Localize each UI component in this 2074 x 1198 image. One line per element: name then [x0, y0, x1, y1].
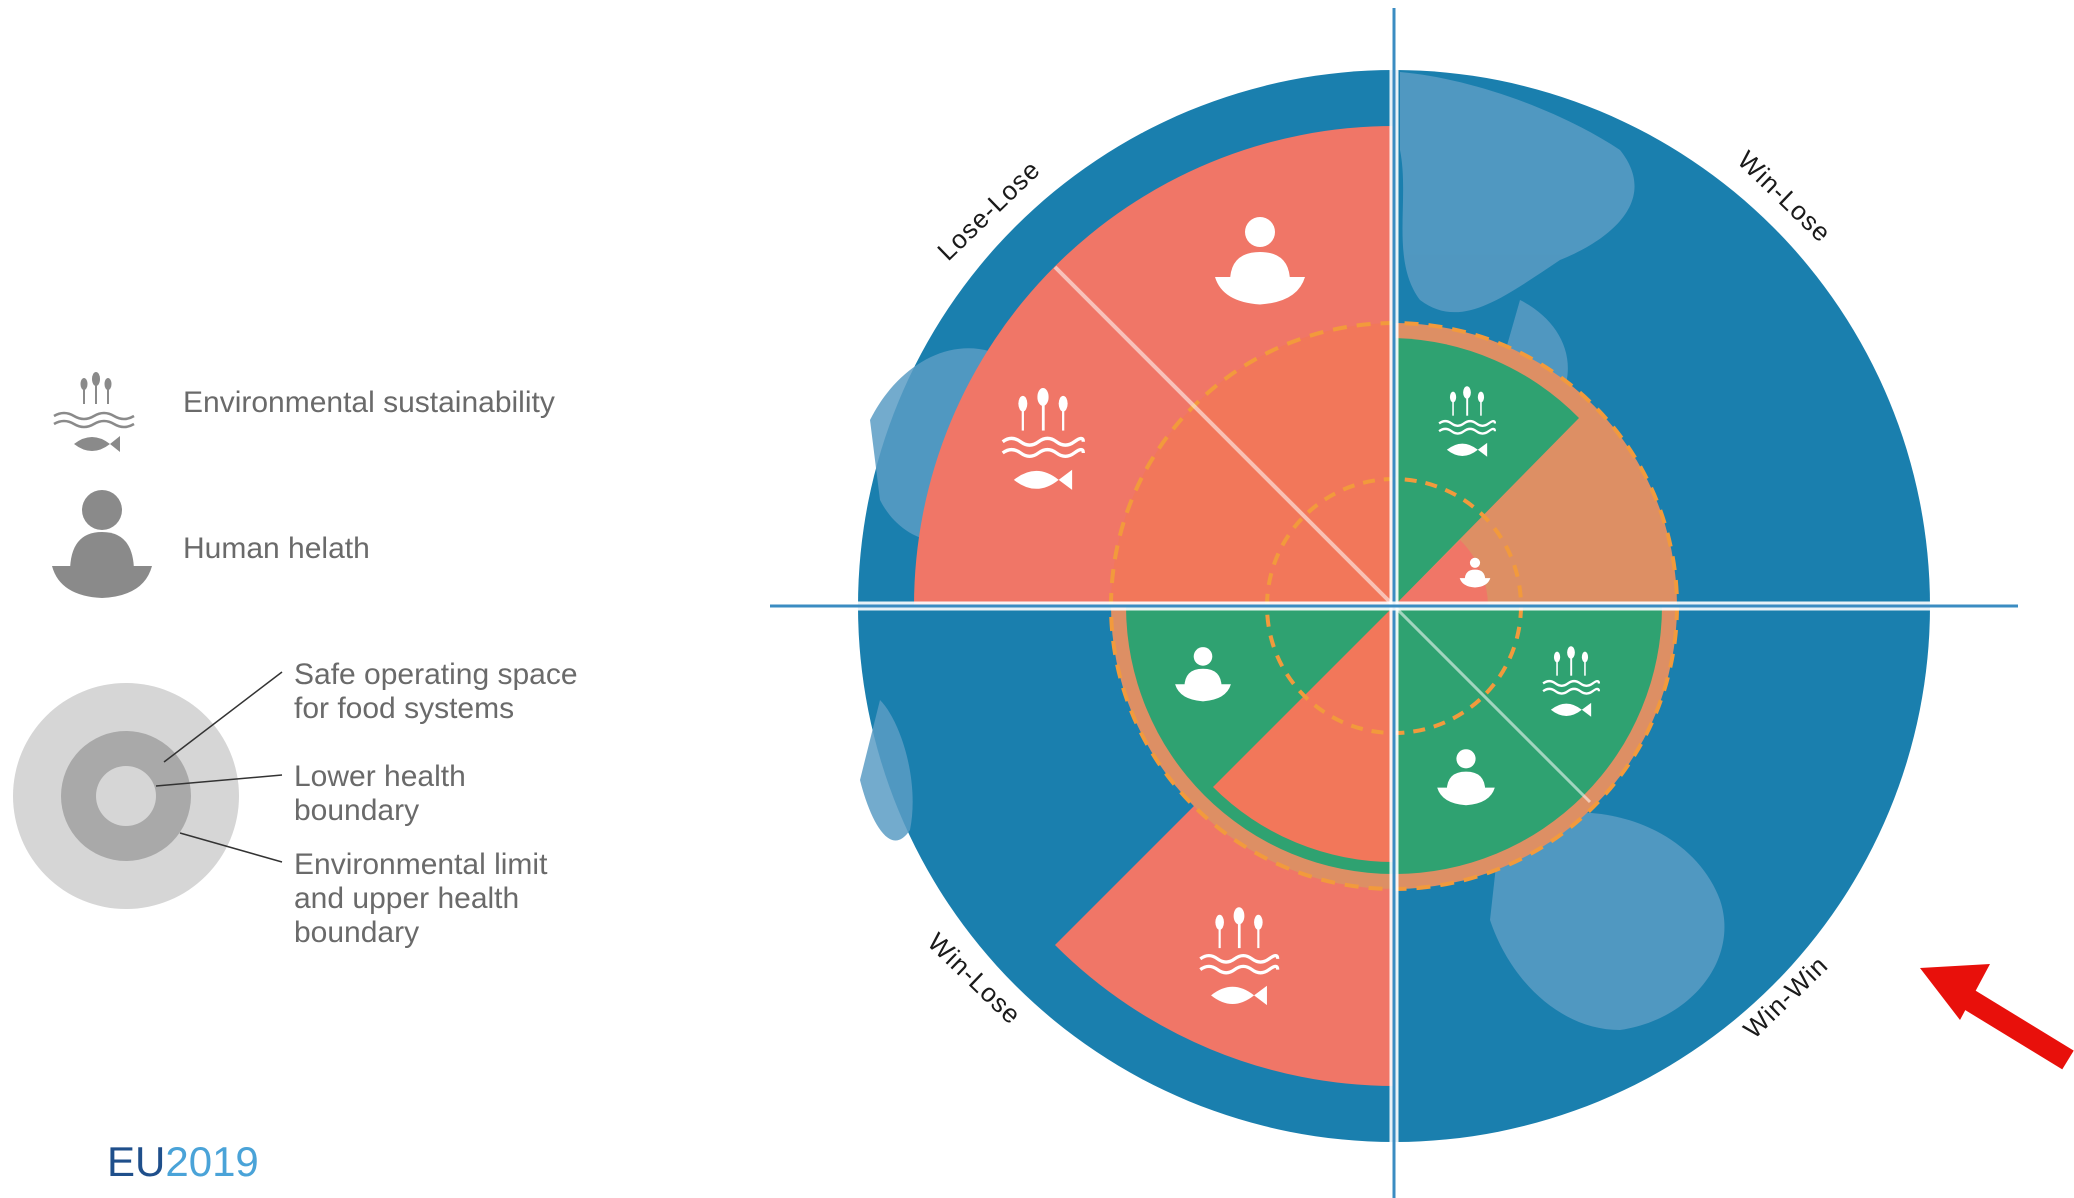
env-limit-label-2: and upper health [294, 882, 519, 915]
person-plate-icon [52, 490, 152, 598]
env-limit-label-3: boundary [294, 916, 419, 949]
diagonal-top-left [1053, 265, 1396, 608]
human-health-label: Human helath [183, 532, 370, 565]
win-lose-small-health-wedge [1394, 540, 1488, 606]
win-lose-red-overlap [1213, 606, 1394, 862]
lower-health-label-1: Lower health [294, 760, 466, 793]
diagonal-bottom-right [1392, 604, 1592, 804]
legend: Environmental sustainability Human helat… [13, 370, 578, 949]
brand-year: 2019 [165, 1138, 258, 1185]
env-limit-label-1: Environmental limit [294, 848, 548, 881]
env-sustainability-label: Environmental sustainability [183, 386, 555, 419]
safe-space-label-1: Safe operating space [294, 658, 578, 691]
win-lose-health-green-sector [1394, 338, 1579, 606]
boundary-diagram-icon [13, 671, 283, 909]
crop-fish-icon [53, 372, 135, 452]
safe-space-label-2: for food systems [294, 692, 514, 725]
red-arrow-icon [1920, 964, 2074, 1070]
brand-prefix: EU [107, 1138, 165, 1185]
lower-health-label-2: boundary [294, 794, 419, 827]
brand-logo: EU2019 [107, 1138, 259, 1185]
